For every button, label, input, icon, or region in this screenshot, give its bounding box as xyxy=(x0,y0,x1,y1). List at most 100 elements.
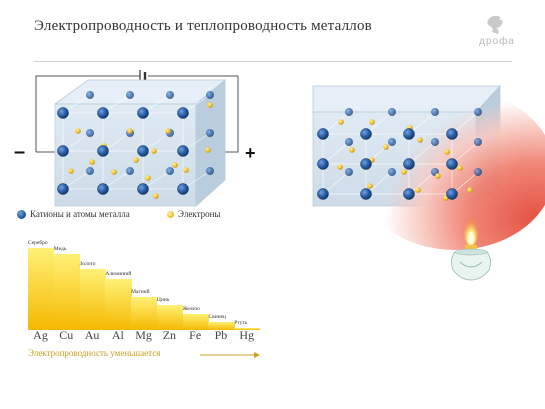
minus-terminal: – xyxy=(14,141,25,163)
cation-atom xyxy=(474,168,482,176)
cation-atom xyxy=(97,107,109,119)
cation-atom xyxy=(360,158,372,170)
electron xyxy=(145,175,151,181)
cation-atom xyxy=(177,183,189,195)
cation-atom xyxy=(474,138,482,146)
cation-atom xyxy=(360,128,372,140)
cation-atom xyxy=(474,108,482,116)
element-symbol: Ag xyxy=(33,328,48,342)
cation-atom xyxy=(97,183,109,195)
metal-name-label: Золото xyxy=(79,260,96,267)
electron xyxy=(183,167,189,173)
metal-name-label: Ртуть xyxy=(234,319,248,326)
electron xyxy=(337,164,343,170)
cation-atom xyxy=(431,108,439,116)
element-symbol: Cu xyxy=(59,328,74,342)
electron xyxy=(415,187,421,193)
conductivity-bar xyxy=(131,297,158,330)
electron xyxy=(89,159,95,165)
cation-atom xyxy=(388,108,396,116)
publisher-logo-icon xyxy=(487,15,503,34)
cation-atom xyxy=(126,91,134,99)
crystal-lattice-heated xyxy=(312,84,545,250)
cation-atom xyxy=(206,129,214,137)
electron xyxy=(75,128,81,134)
electron xyxy=(444,149,450,155)
cation-atom xyxy=(446,158,458,170)
electron xyxy=(153,193,159,199)
electron xyxy=(127,128,133,134)
electron xyxy=(68,168,74,174)
electron xyxy=(349,147,355,153)
conductivity-bar xyxy=(156,305,184,330)
publisher-logo-text: дрофа xyxy=(479,36,515,47)
cation-atom xyxy=(431,138,439,146)
metal-name-label: Железо xyxy=(182,305,200,312)
electron-icon xyxy=(167,210,174,218)
legend-electrons-label: Электроны xyxy=(178,209,221,219)
electron xyxy=(165,128,171,134)
metal-name-label: Алюминий xyxy=(105,271,132,278)
spirit-lamp-icon xyxy=(451,218,491,281)
cation-atom xyxy=(388,138,396,146)
conductivity-bar xyxy=(53,253,81,330)
electron xyxy=(207,102,213,108)
element-symbol: Zn xyxy=(162,328,177,342)
cation-atom xyxy=(177,145,189,157)
cation-atom xyxy=(403,158,415,170)
conductivity-bar xyxy=(79,268,106,330)
decrease-arrow-icon xyxy=(200,352,260,358)
electron xyxy=(457,165,463,171)
crystal-lattice-electric xyxy=(53,79,227,207)
electron xyxy=(401,169,407,175)
cation-atom xyxy=(86,129,94,137)
cation-atom xyxy=(86,91,94,99)
cation-atom xyxy=(137,183,149,195)
cation-atom xyxy=(403,128,415,140)
element-symbol: Mg xyxy=(135,328,152,342)
electron xyxy=(172,162,178,168)
conductivity-bar xyxy=(105,279,132,330)
cation-atom xyxy=(345,168,353,176)
electron xyxy=(338,119,344,125)
metal-name-label: Магний xyxy=(131,289,150,296)
cation-atom xyxy=(446,128,458,140)
cation-atom xyxy=(57,183,69,195)
cation-atom xyxy=(206,91,214,99)
cation-atom xyxy=(126,167,134,175)
heat-zone xyxy=(355,90,545,250)
legend-electrons: Электроны xyxy=(167,209,220,219)
legend-cations-label: Катионы и атомы металла xyxy=(30,209,130,219)
metal-name-label: Серебро xyxy=(28,240,48,246)
cation-atom xyxy=(317,128,329,140)
element-symbol: Hg xyxy=(239,328,255,342)
metal-name-label: Свинец xyxy=(208,313,226,320)
element-symbol: Fe xyxy=(189,328,202,342)
cation-atom xyxy=(86,167,94,175)
cation-atom xyxy=(166,167,174,175)
conductivity-bar xyxy=(208,321,235,330)
plus-terminal: + xyxy=(245,143,256,163)
electron xyxy=(383,144,389,150)
cation-atom xyxy=(403,188,415,200)
cation-atom xyxy=(446,188,458,200)
cation-atom xyxy=(360,188,372,200)
cation-atom xyxy=(57,145,69,157)
element-symbol: Al xyxy=(111,328,124,342)
cation-atom xyxy=(206,167,214,175)
cation-atom xyxy=(317,158,329,170)
circuit-wires xyxy=(35,75,239,153)
cation-atom xyxy=(388,168,396,176)
element-symbol: Au xyxy=(84,328,100,342)
cation-atom xyxy=(345,138,353,146)
cation-atom xyxy=(137,107,149,119)
conductivity-caption-text: Электропроводность уменьшается xyxy=(28,348,161,358)
cation-atom xyxy=(345,108,353,116)
cation-atom xyxy=(166,91,174,99)
cation-icon xyxy=(17,209,26,219)
electron xyxy=(435,173,441,179)
electron xyxy=(367,183,373,189)
electron xyxy=(133,157,139,163)
